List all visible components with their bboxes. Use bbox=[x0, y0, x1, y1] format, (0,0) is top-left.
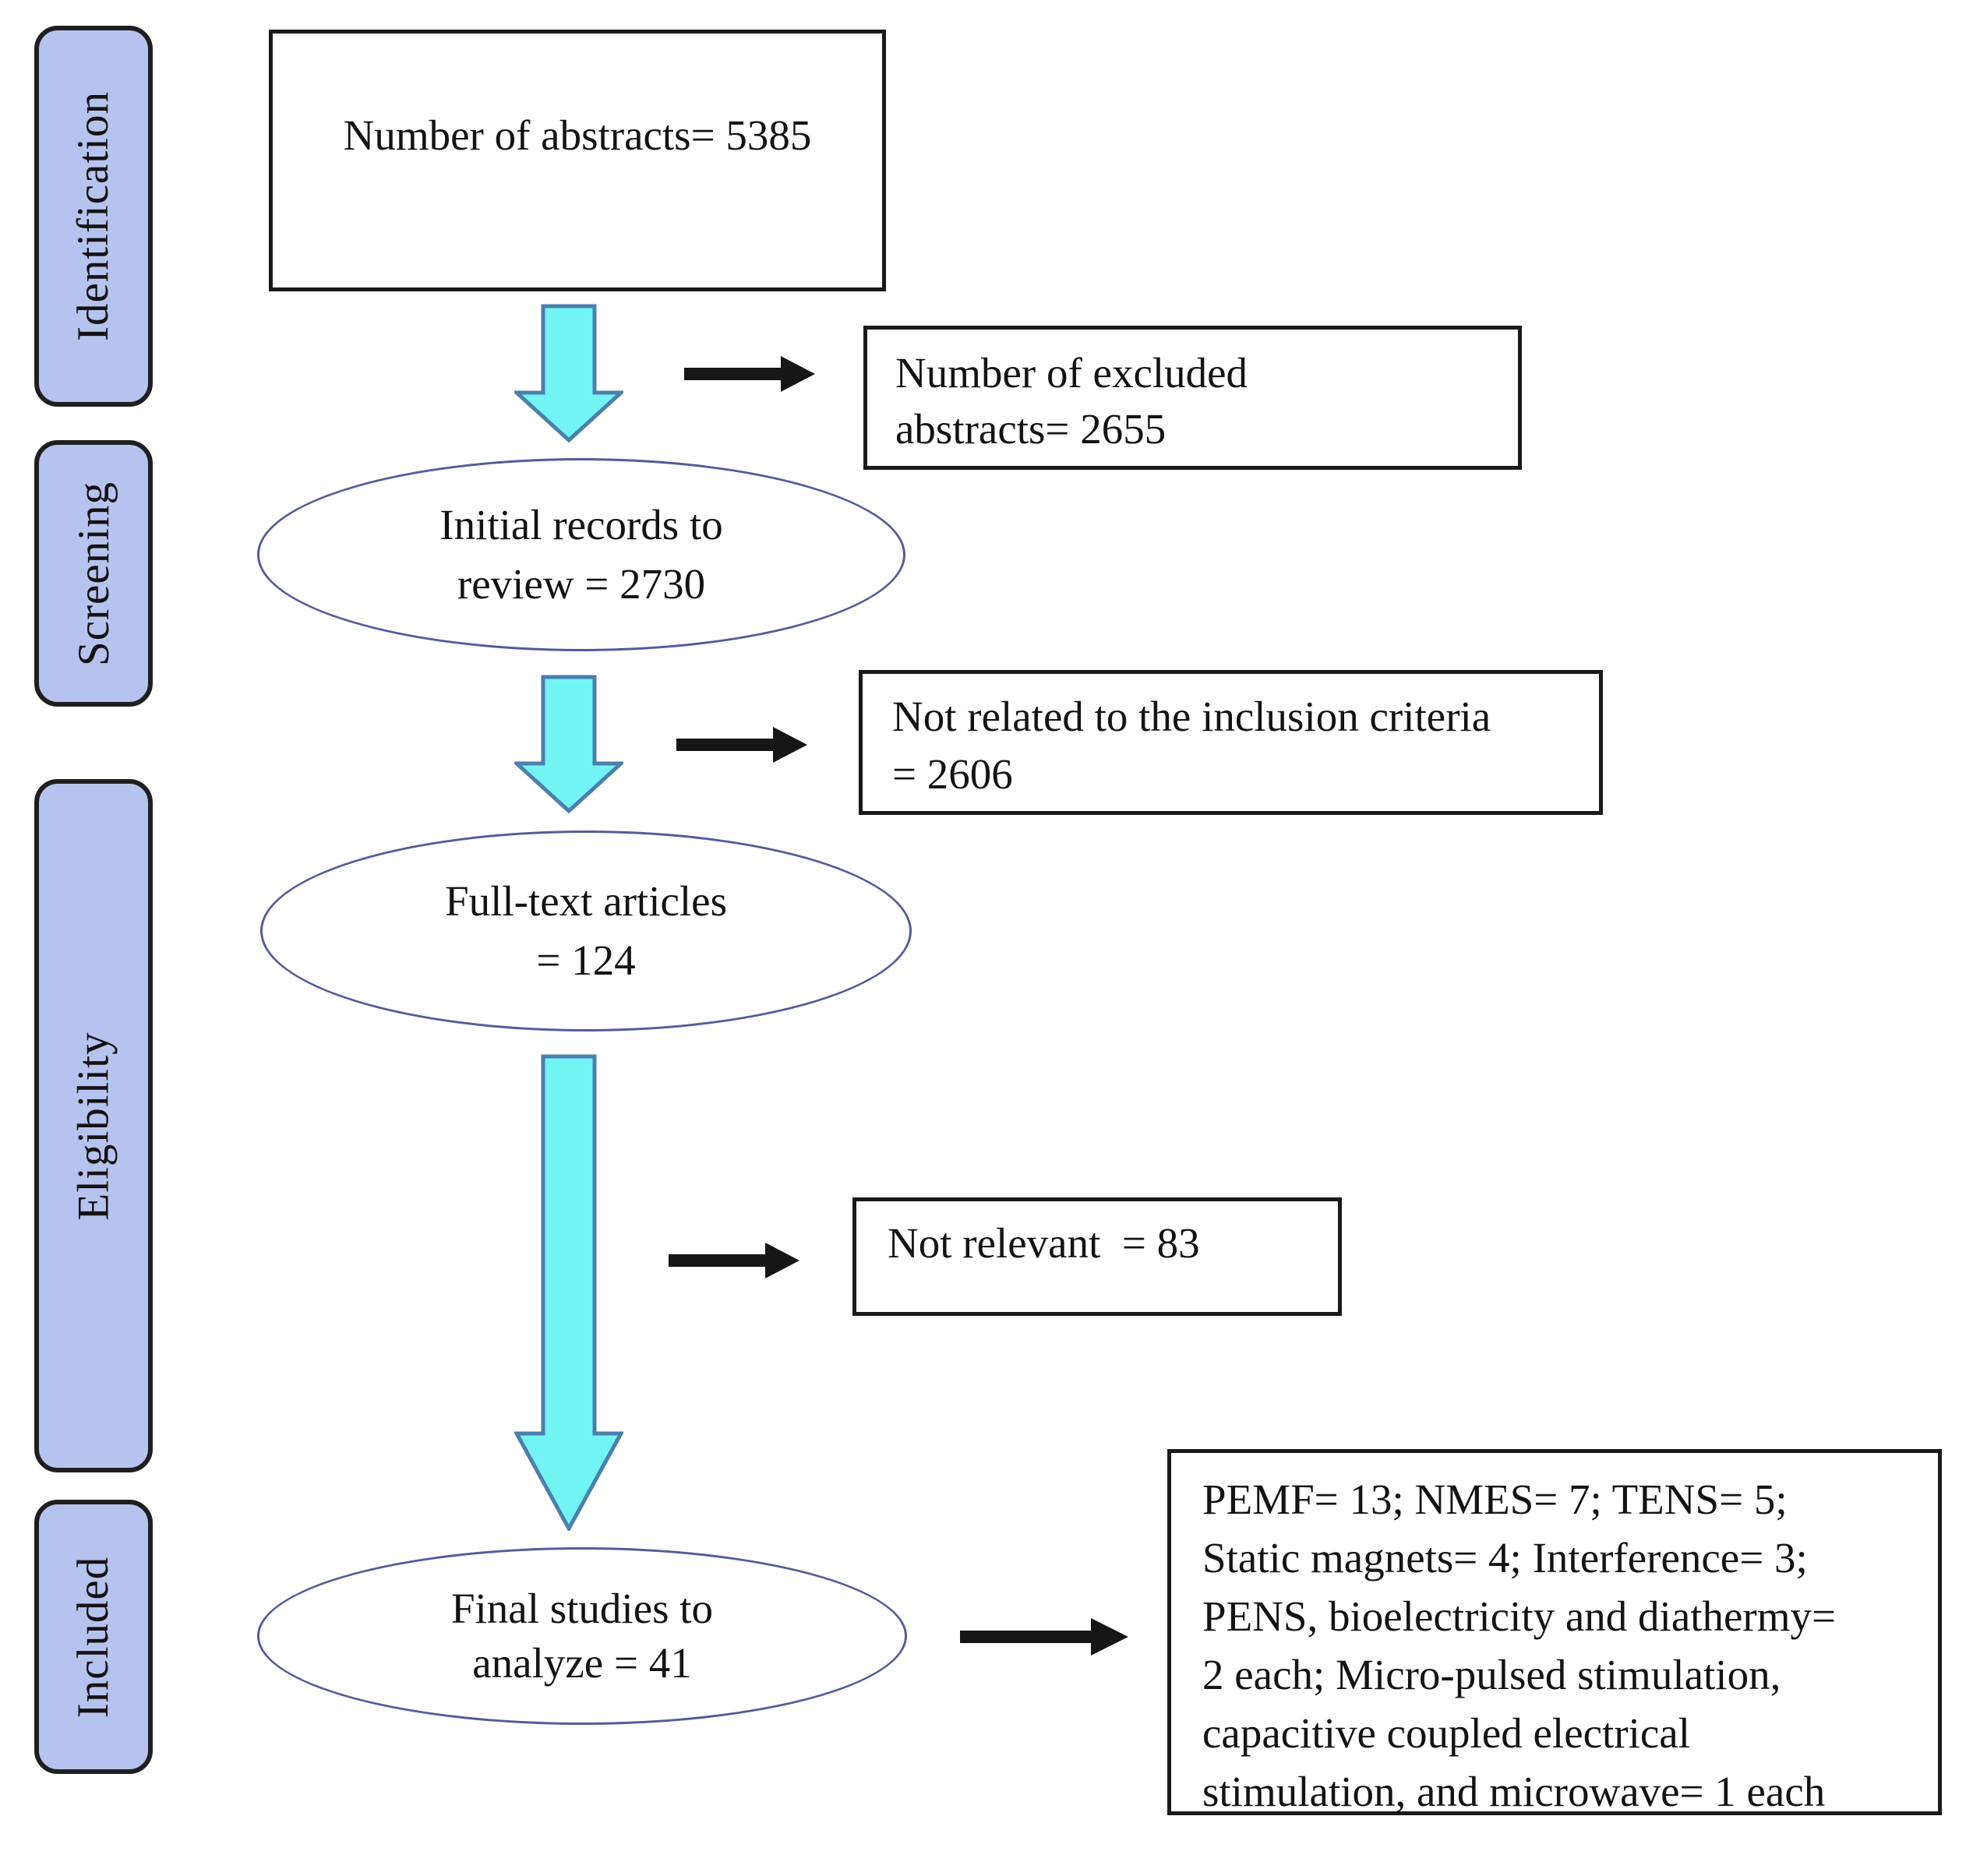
stage-included: Included bbox=[34, 1500, 153, 1774]
stage-identification-label: Identification bbox=[69, 90, 118, 342]
excluded-abstracts-box: Number of excluded abstracts= 2655 bbox=[863, 326, 1522, 470]
fulltext-articles-ellipse: Full-text articles = 124 bbox=[260, 830, 912, 1031]
not-relevant-text: Not relevant = 83 bbox=[888, 1219, 1200, 1267]
down-arrow-long bbox=[514, 1054, 623, 1531]
excluded-abstracts-line-2: abstracts= 2655 bbox=[895, 405, 1167, 453]
down-arrow-2 bbox=[514, 675, 623, 813]
final-studies-line-2: analyze = 41 bbox=[472, 1639, 692, 1687]
initial-records-line-1: Initial records to bbox=[439, 501, 723, 548]
fulltext-articles-line-1: Full-text articles bbox=[445, 877, 727, 925]
stage-screening-label: Screening bbox=[69, 481, 118, 666]
abstracts-box-text: Number of abstracts= 5385 bbox=[343, 111, 812, 159]
included-therapies-line-4: 2 each; Micro-pulsed stimulation, bbox=[1202, 1651, 1781, 1698]
included-therapies-box: PEMF= 13; NMES= 7; TENS= 5; Static magne… bbox=[1167, 1449, 1942, 1815]
stage-identification: Identification bbox=[34, 26, 153, 407]
right-arrow-3 bbox=[669, 1243, 799, 1278]
not-relevant-box: Not relevant = 83 bbox=[852, 1197, 1342, 1316]
final-studies-ellipse: Final studies to analyze = 41 bbox=[257, 1547, 907, 1725]
stage-eligibility-label: Eligibility bbox=[69, 1031, 118, 1221]
included-therapies-line-3: PENS, bioelectricity and diathermy= bbox=[1202, 1592, 1837, 1640]
down-arrow-1 bbox=[514, 304, 623, 443]
right-arrow-4 bbox=[960, 1618, 1128, 1656]
stage-screening: Screening bbox=[34, 440, 153, 707]
included-therapies-line-5: capacitive coupled electrical bbox=[1202, 1709, 1691, 1757]
included-therapies-line-2: Static magnets= 4; Interference= 3; bbox=[1202, 1534, 1808, 1582]
not-related-line-2: = 2606 bbox=[892, 750, 1013, 798]
stage-eligibility: Eligibility bbox=[34, 779, 153, 1472]
right-arrow-2 bbox=[676, 727, 807, 763]
right-arrow-1 bbox=[684, 356, 815, 392]
final-studies-line-1: Final studies to bbox=[450, 1585, 714, 1632]
excluded-abstracts-line-1: Number of excluded bbox=[895, 349, 1248, 397]
fulltext-articles-line-2: = 124 bbox=[536, 936, 636, 984]
included-therapies-line-1: PEMF= 13; NMES= 7; TENS= 5; bbox=[1202, 1476, 1788, 1523]
not-related-line-1: Not related to the inclusion criteria bbox=[892, 693, 1491, 740]
initial-records-line-2: review = 2730 bbox=[457, 560, 706, 608]
initial-records-ellipse: Initial records to review = 2730 bbox=[257, 458, 905, 651]
not-related-box: Not related to the inclusion criteria = … bbox=[859, 670, 1603, 815]
included-therapies-line-6: stimulation, and microwave= 1 each bbox=[1202, 1768, 1826, 1815]
stage-included-label: Included bbox=[69, 1556, 118, 1718]
abstracts-box: Number of abstracts= 5385 bbox=[269, 30, 886, 291]
